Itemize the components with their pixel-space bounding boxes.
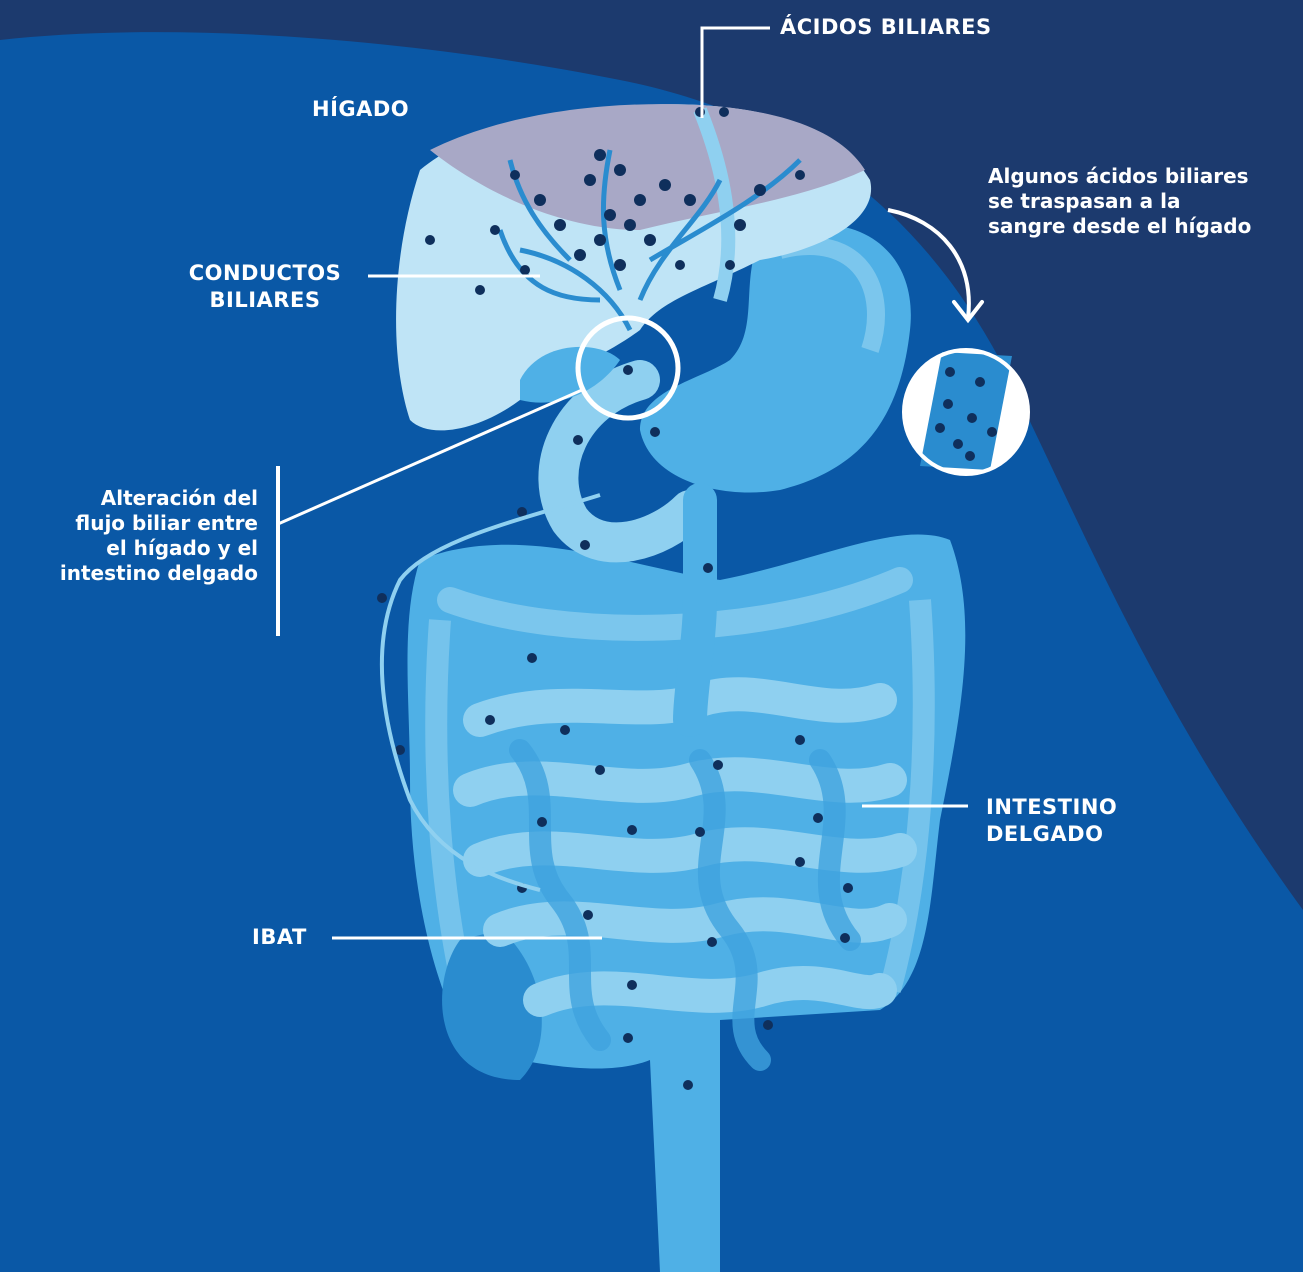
blood-vessel-inset bbox=[904, 350, 1028, 474]
bile-ducts-label-line1: CONDUCTOS bbox=[170, 260, 360, 287]
blood-note-label: Algunos ácidos biliares se traspasan a l… bbox=[988, 164, 1300, 239]
liver-label: HÍGADO bbox=[312, 96, 409, 123]
bile-acids-leader bbox=[702, 28, 770, 118]
small-intestine-line2: DELGADO bbox=[986, 821, 1117, 848]
bile-flow-line3: el hígado y el bbox=[10, 536, 258, 561]
bile-flow-label: Alteración del flujo biliar entre el híg… bbox=[10, 486, 258, 586]
bile-ducts-label-line2: BILIARES bbox=[170, 287, 360, 314]
blood-note-line3: sangre desde el hígado bbox=[988, 214, 1300, 239]
small-intestine-label: INTESTINO DELGADO bbox=[986, 794, 1117, 848]
bile-flow-line2: flujo biliar entre bbox=[10, 511, 258, 536]
ibat-label: IBAT bbox=[252, 924, 307, 951]
bile-acids-label: ÁCIDOS BILIARES bbox=[780, 14, 992, 41]
blood-note-line1: Algunos ácidos biliares bbox=[988, 164, 1300, 189]
bile-flow-line1: Alteración del bbox=[10, 486, 258, 511]
bile-flow-line4: intestino delgado bbox=[10, 561, 258, 586]
small-intestine-line1: INTESTINO bbox=[986, 794, 1117, 821]
blood-note-line2: se traspasan a la bbox=[988, 189, 1300, 214]
bile-ducts-label: CONDUCTOS BILIARES bbox=[170, 260, 360, 314]
